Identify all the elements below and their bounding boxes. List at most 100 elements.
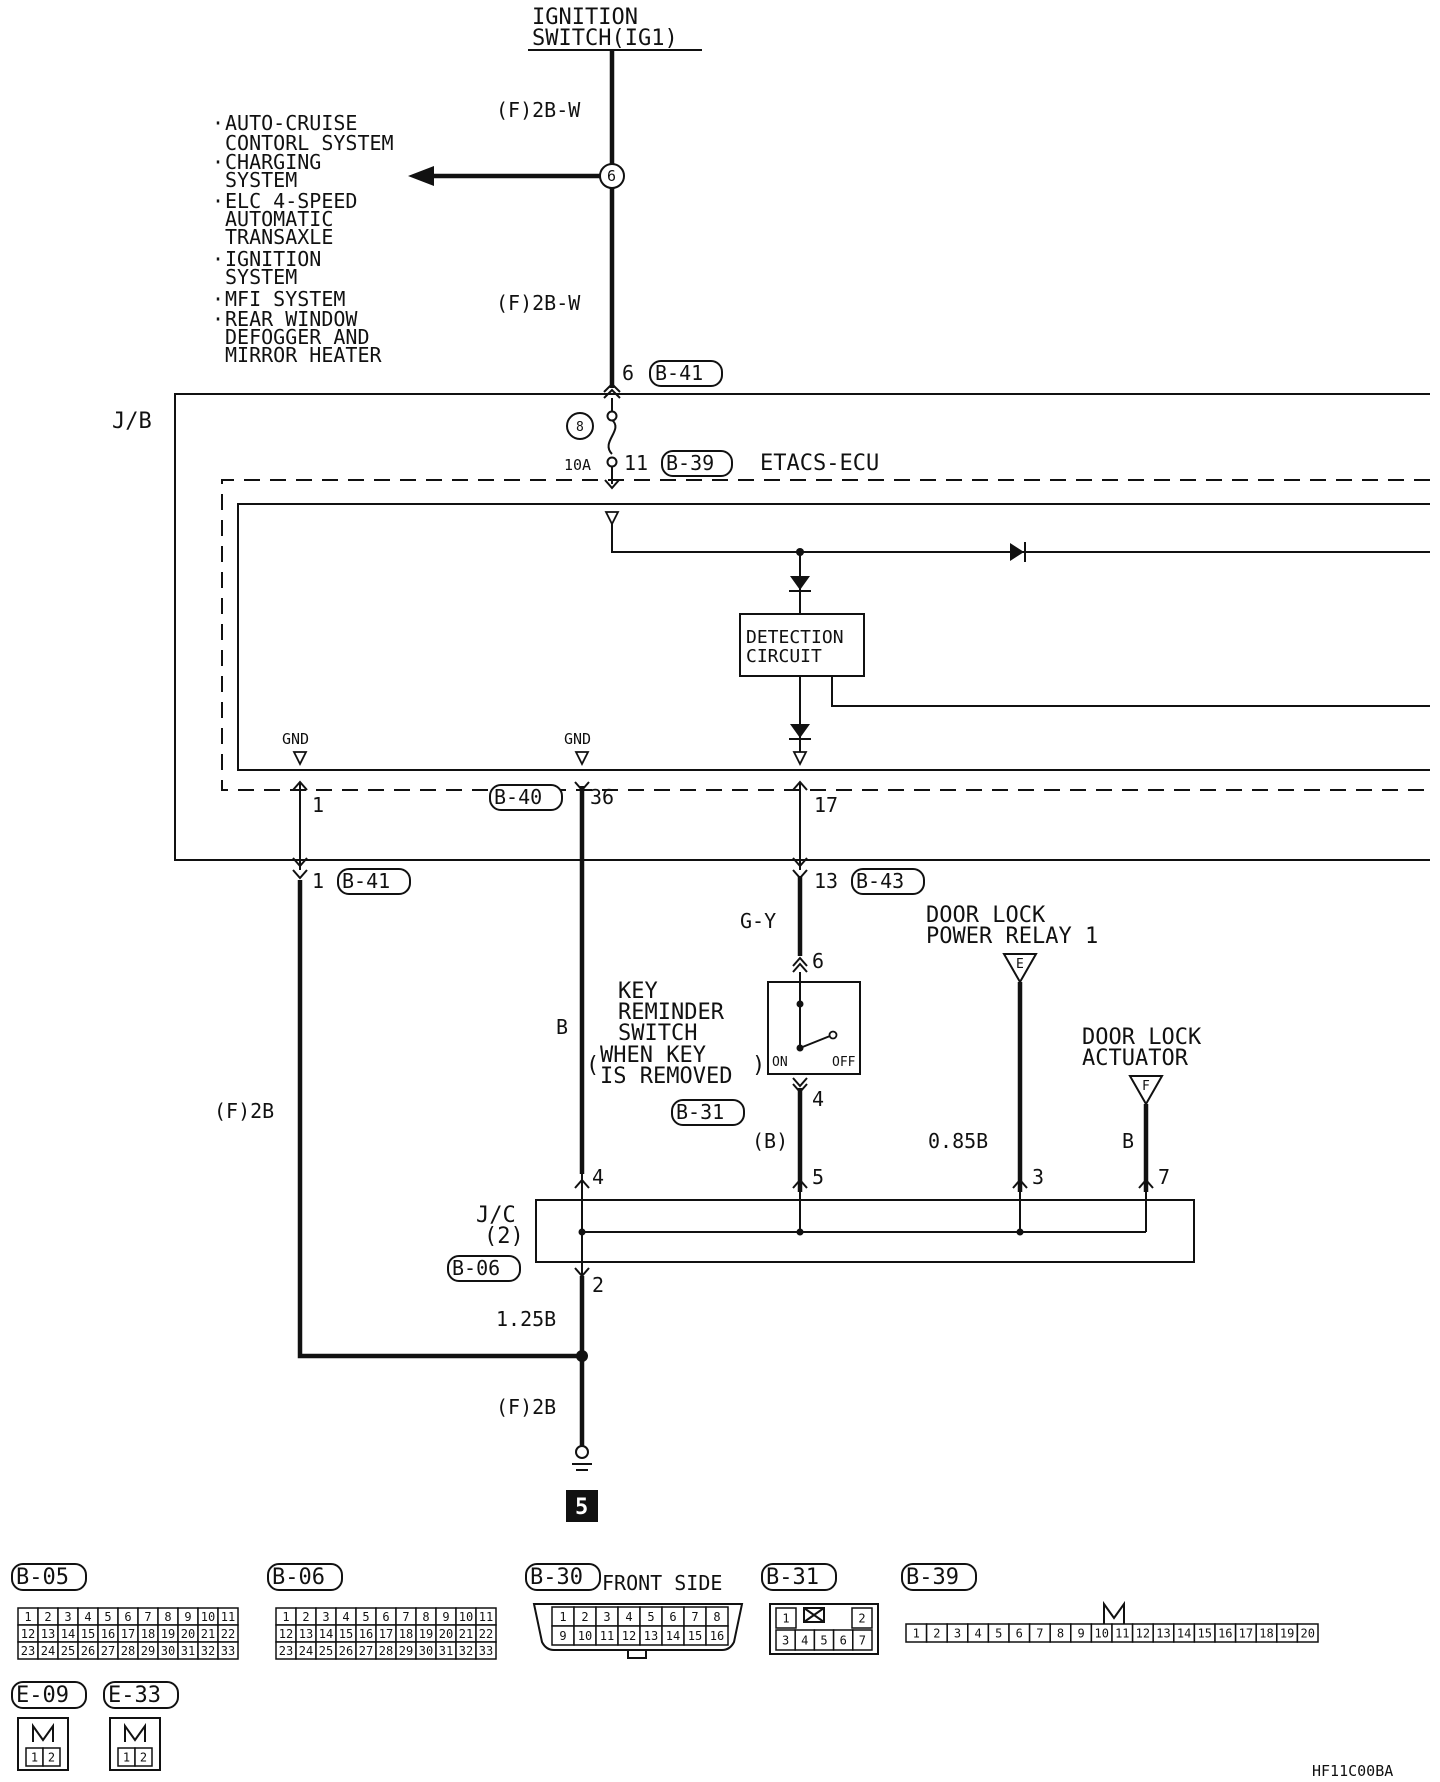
- connector-pin-number: 16: [1218, 1626, 1232, 1640]
- conn-e33-latch: [124, 1722, 146, 1742]
- connector-pin-number: 13: [41, 1627, 55, 1641]
- jc-junction: [796, 1228, 804, 1236]
- conn-e09-label: E-09: [16, 1683, 69, 1708]
- wire-label-top-2: (F)2B-W: [496, 291, 581, 315]
- conn-b39-label: B-39: [666, 451, 714, 475]
- conn-b39-view-label-frame: [901, 1563, 977, 1591]
- connector-pin-number: 3: [322, 1610, 329, 1624]
- fuse-rating: 10A: [564, 456, 591, 474]
- pin-7-label: 7: [1158, 1165, 1170, 1189]
- system-3-line3: TRANSAXLE: [225, 225, 333, 249]
- connector-pin-number: 9: [442, 1610, 449, 1624]
- connector-pin-number: 22: [221, 1627, 235, 1641]
- conn-b31-view-label: B-31: [766, 1565, 819, 1590]
- connector-pin-number: 7: [402, 1610, 409, 1624]
- f2b-ground-wire: [297, 880, 582, 1359]
- key-switch-line4: WHEN KEY: [600, 1043, 706, 1068]
- wire-label-top-1: (F)2B-W: [496, 98, 581, 122]
- wire-label-b: B: [556, 1015, 568, 1039]
- junction-6-label: 6: [607, 167, 616, 185]
- system-bullet: ·: [212, 150, 224, 174]
- system-bullet: ·: [212, 307, 224, 331]
- conn-b06-label: B-06: [452, 1256, 500, 1280]
- conn-e33-label-frame: [103, 1681, 179, 1709]
- jb-label: J/B: [112, 409, 152, 434]
- conn-b40-frame: [489, 784, 563, 811]
- connector-pin-number: 30: [161, 1644, 175, 1658]
- connector-pin-number: 15: [1197, 1626, 1211, 1640]
- ecu-inner-box: [237, 503, 1430, 771]
- pin-13-label: 13: [814, 869, 838, 893]
- pin-3-label: 3: [1032, 1165, 1044, 1189]
- wire-label-125b: 1.25B: [496, 1307, 556, 1331]
- relay-line2: POWER RELAY 1: [926, 924, 1098, 949]
- connector-pin-number: 14: [666, 1629, 680, 1643]
- connector-pin-number: 33: [221, 1644, 235, 1658]
- splice-point: [576, 1350, 588, 1362]
- conn-b30-label: B-30: [530, 1565, 583, 1590]
- wire-label-b-paren: (B): [752, 1129, 788, 1153]
- connector-pin-number: 14: [319, 1627, 333, 1641]
- key-switch-line1: KEY: [618, 979, 658, 1004]
- connector-pin-number: 1: [31, 1750, 38, 1764]
- system-6-line2: DEFOGGER AND: [225, 325, 370, 349]
- connector-pin-number: 24: [41, 1644, 55, 1658]
- system-bullet: ·: [212, 287, 224, 311]
- connector-pin-number: 8: [713, 1610, 720, 1624]
- fuse-element: [607, 419, 617, 455]
- conn-b31-frame: [671, 1099, 745, 1126]
- connector-pin-number: 5: [820, 1633, 827, 1647]
- system-6-line1: REAR WINDOW: [225, 307, 358, 331]
- gnd-2-terminal: [574, 751, 590, 767]
- connector-pin-number: 19: [1280, 1626, 1294, 1640]
- pin-1b-label: 1: [312, 869, 324, 893]
- connector-pin-number: 18: [399, 1627, 413, 1641]
- connector-pin-number: 1: [782, 1611, 789, 1625]
- wire-label-gy: G-Y: [740, 909, 776, 933]
- connector-pin-number: 7: [859, 1633, 866, 1647]
- conn-b39-frame: [661, 450, 733, 477]
- connector-pin-number: 22: [479, 1627, 493, 1641]
- connector-pin-number: 20: [439, 1627, 453, 1641]
- connector-pin-number: 16: [359, 1627, 373, 1641]
- pin-2-label: 2: [592, 1273, 604, 1297]
- actuator-line2: ACTUATOR: [1082, 1046, 1189, 1071]
- connector-pin-number: 1: [123, 1750, 130, 1764]
- connector-pin-number: 2: [581, 1610, 588, 1624]
- switch-contact: [796, 1000, 804, 1008]
- conn-b40-label: B-40: [494, 785, 542, 809]
- conn-b31-view-label-frame: [761, 1563, 837, 1591]
- ecu-dashed-boundary: [221, 479, 1430, 791]
- connector-pin-number: 5: [995, 1626, 1002, 1640]
- connector-pin-number: 8: [1057, 1626, 1064, 1640]
- system-bullet: ·: [212, 111, 224, 135]
- ecu-supply-line: [611, 524, 1430, 553]
- diode-icon: [790, 724, 810, 738]
- ignition-switch: IGNITION SWITCH(IG1): [528, 5, 702, 51]
- connector-pin-number: 5: [104, 1610, 111, 1624]
- connector-pin-number: 25: [61, 1644, 75, 1658]
- ecu-input-terminal: [604, 511, 620, 527]
- connector-pin-number: 23: [21, 1644, 35, 1658]
- connector-mark: [574, 1178, 1154, 1189]
- pin-6b-label: 6: [812, 949, 824, 973]
- conn-b30-shell: [532, 1603, 744, 1651]
- connector-pin-number: 12: [622, 1629, 636, 1643]
- conn-b43-frame: [851, 868, 925, 895]
- connector-pin-number: 25: [319, 1644, 333, 1658]
- system-bullet: ·: [212, 247, 224, 271]
- connector-pin-number: 11: [600, 1629, 614, 1643]
- connector-pin-number: 2: [44, 1610, 51, 1624]
- connector-pin-number: 2: [933, 1626, 940, 1640]
- connector-pin-number: 13: [644, 1629, 658, 1643]
- conn-b31-label: B-31: [676, 1100, 724, 1124]
- system-2-line2: SYSTEM: [225, 168, 297, 192]
- connector-pin-number: 6: [1016, 1626, 1023, 1640]
- connector-pin-number: 7: [691, 1610, 698, 1624]
- pin-4-label: 4: [592, 1165, 604, 1189]
- system-1-line1: AUTO-CRUISE: [225, 111, 357, 135]
- connector-pin-number: 24: [299, 1644, 313, 1658]
